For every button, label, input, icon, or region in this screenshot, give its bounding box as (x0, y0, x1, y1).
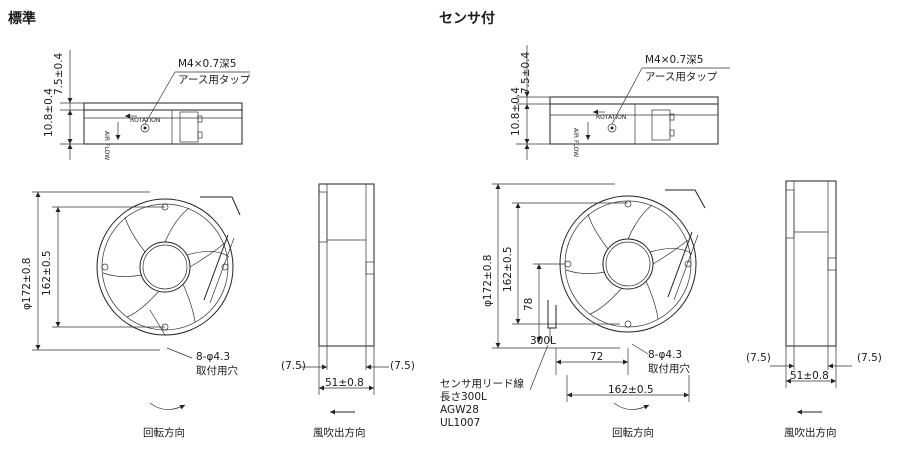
height-dim: 10.8±0.4 (43, 88, 55, 137)
tap-spec-label: M4×0.7深5 (178, 58, 236, 70)
airflow-direction-caption: 風吹出方向 (313, 426, 366, 439)
sensor-side-offset-right: (7.5) (857, 352, 882, 364)
sensor-width-dim: 51±0.8 (790, 370, 829, 382)
sensor-lead-line1: センサ用リード線 (440, 377, 524, 390)
sensor-rotation-direction-caption: 回転方向 (612, 426, 654, 439)
sensor-top-view: AIR FLOW ROTATION 7.5±0.4 10.8±0.4 M4×0.… (510, 45, 730, 160)
diameter-dim: φ172±0.8 (21, 258, 33, 310)
hole-purpose-label: 取付用穴 (196, 364, 238, 377)
sensor-height-dim: 10.8±0.4 (510, 87, 522, 136)
lead-300-label: 300L (530, 335, 556, 347)
rotation-label: ROTATION (130, 117, 160, 124)
lead-78-dim: 78 (523, 298, 535, 311)
tap-depth-dim: 7.5±0.4 (53, 52, 65, 95)
sensor-ground-tap-label: アース用タップ (645, 71, 718, 83)
ground-tap-label: アース用タップ (178, 74, 251, 86)
lead-72-dim: 72 (590, 351, 603, 363)
hole-spec-label: 8-φ4.3 (196, 351, 230, 363)
sensor-mount-pitch-dim: 162±0.5 (502, 246, 514, 292)
side-offset-left: (7.5) (281, 360, 306, 372)
standard-top-view: AIR FLOW ROTATION 7.5±0.4 10.8±0.4 M4×0.… (43, 50, 251, 160)
standard-front-view: φ172±0.8 162±0.5 8-φ4.3 取付用穴 回転方向 (21, 191, 241, 439)
sensor-side-offset-left: (7.5) (746, 352, 771, 364)
sensor-lead-line4: UL1007 (440, 417, 480, 429)
sensor-lead-line3: AGW28 (440, 404, 479, 416)
section-title-sensor: センサ付 (439, 11, 495, 27)
sensor-hole-purpose-label: 取付用穴 (648, 362, 690, 375)
sensor-rotation-label: ROTATION (596, 114, 626, 121)
standard-side-view: (7.5) (7.5) 51±0.8 風吹出方向 (281, 183, 415, 439)
sensor-airflow-label: AIR FLOW (572, 128, 579, 157)
sensor-side-view: (7.5) (7.5) 51±0.8 風吹出方向 (746, 180, 882, 439)
rotation-direction-caption: 回転方向 (143, 426, 185, 439)
mount-pitch-bottom-dim: 162±0.5 (608, 384, 654, 396)
sensor-lead-spec: センサ用リード線 長さ300L AGW28 UL1007 (440, 377, 524, 429)
sensor-tap-depth-dim: 7.5±0.4 (520, 51, 532, 94)
airflow-label: AIR FLOW (103, 131, 110, 160)
section-title-standard: 標準 (8, 11, 36, 27)
mount-pitch-dim: 162±0.5 (41, 250, 53, 296)
sensor-lead-line2: 長さ300L (440, 391, 487, 403)
width-dim: 51±0.8 (325, 377, 364, 389)
sensor-hole-spec-label: 8-φ4.3 (648, 349, 682, 361)
sensor-airflow-direction-caption: 風吹出方向 (784, 426, 837, 439)
sensor-diameter-dim: φ172±0.8 (482, 255, 494, 307)
sensor-front-view: φ172±0.8 162±0.5 78 300L 72 162±0.5 8-φ4… (482, 183, 706, 439)
side-offset-right: (7.5) (390, 360, 415, 372)
sensor-tap-spec-label: M4×0.7深5 (645, 54, 703, 66)
